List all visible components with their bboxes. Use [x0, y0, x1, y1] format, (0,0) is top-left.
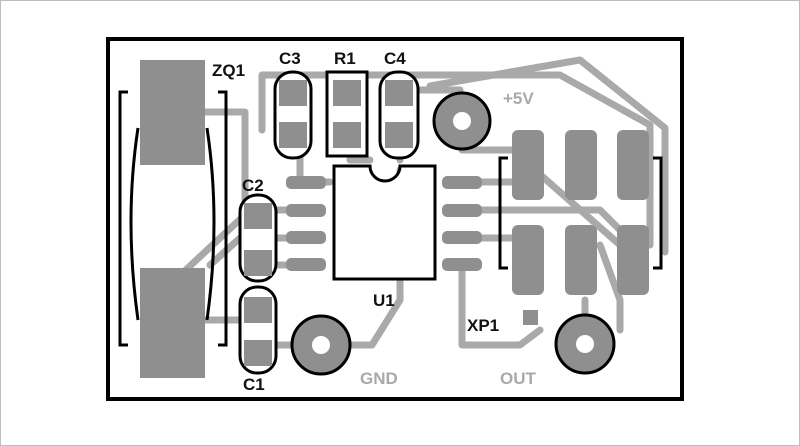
c2-pad-top — [244, 203, 272, 229]
gnd-via — [290, 314, 352, 376]
c1-capacitor — [238, 285, 278, 375]
c3-pad-top — [279, 80, 307, 106]
conn-bracket-left — [498, 156, 508, 270]
label-zq1: ZQ1 — [212, 61, 245, 80]
zq1-crystal — [118, 60, 228, 378]
u1-pin-4 — [286, 258, 326, 271]
c4-pad-bottom — [385, 122, 413, 148]
out-hole — [576, 335, 594, 353]
u1-pin-2 — [286, 204, 326, 217]
trace-conn-row — [531, 166, 624, 249]
u1-pin-1 — [286, 176, 326, 189]
gnd-hole — [312, 336, 330, 354]
conn-pad-5 — [565, 225, 597, 295]
plus5v-via — [432, 91, 492, 151]
c2-capacitor — [238, 193, 278, 283]
xp1-marker — [523, 310, 538, 325]
trace-top-bus — [258, 71, 654, 249]
u1-ic — [286, 164, 482, 281]
c1-pad-bottom — [244, 340, 272, 366]
label-r1: R1 — [334, 49, 356, 68]
out-via — [554, 313, 616, 375]
conn-pad-2 — [565, 130, 597, 200]
trace-5v-right — [426, 56, 669, 256]
zq1-outline-right — [218, 90, 228, 347]
r1-pad-top — [333, 80, 361, 106]
trace-zq1-top — [201, 108, 249, 204]
r1-pad-bottom — [333, 122, 361, 148]
trace-u1-pin5 — [458, 261, 544, 349]
conn-bracket-right — [653, 156, 663, 270]
conn-pad-1 — [512, 130, 544, 200]
connector — [498, 130, 663, 295]
zq1-arc-left — [129, 127, 140, 321]
zq1-outline-left — [118, 90, 128, 347]
label-xp1: XP1 — [467, 316, 499, 335]
zq1-pad-top — [140, 60, 205, 165]
u1-pin-3 — [286, 231, 326, 244]
trace-out-2 — [596, 241, 624, 334]
label-u1: U1 — [373, 291, 395, 310]
label-c2: C2 — [242, 176, 264, 195]
c4-capacitor — [378, 70, 420, 160]
u1-pin-8 — [442, 176, 482, 189]
zq1-arc-right — [205, 127, 216, 321]
u1-pin-7 — [442, 204, 482, 217]
conn-pad-3 — [617, 130, 649, 200]
label-c3: C3 — [279, 49, 301, 68]
label-c1: C1 — [243, 375, 265, 394]
r1-resistor — [325, 70, 369, 158]
plus5v-hole — [453, 112, 471, 130]
conn-pad-6 — [617, 225, 649, 295]
c1-pad-top — [244, 297, 272, 323]
conn-pad-4 — [512, 225, 544, 295]
c4-pad-top — [385, 80, 413, 106]
c2-pad-bottom — [244, 250, 272, 276]
zq1-pad-bottom — [140, 268, 205, 378]
label-c4: C4 — [384, 49, 406, 68]
label-gnd: GND — [360, 369, 398, 388]
label-plus5v: +5V — [503, 89, 534, 108]
c3-pad-bottom — [279, 122, 307, 148]
u1-pin-5 — [442, 258, 482, 271]
u1-pin-6 — [442, 231, 482, 244]
label-out: OUT — [500, 369, 537, 388]
c3-capacitor — [273, 70, 313, 160]
u1-body — [332, 164, 437, 281]
